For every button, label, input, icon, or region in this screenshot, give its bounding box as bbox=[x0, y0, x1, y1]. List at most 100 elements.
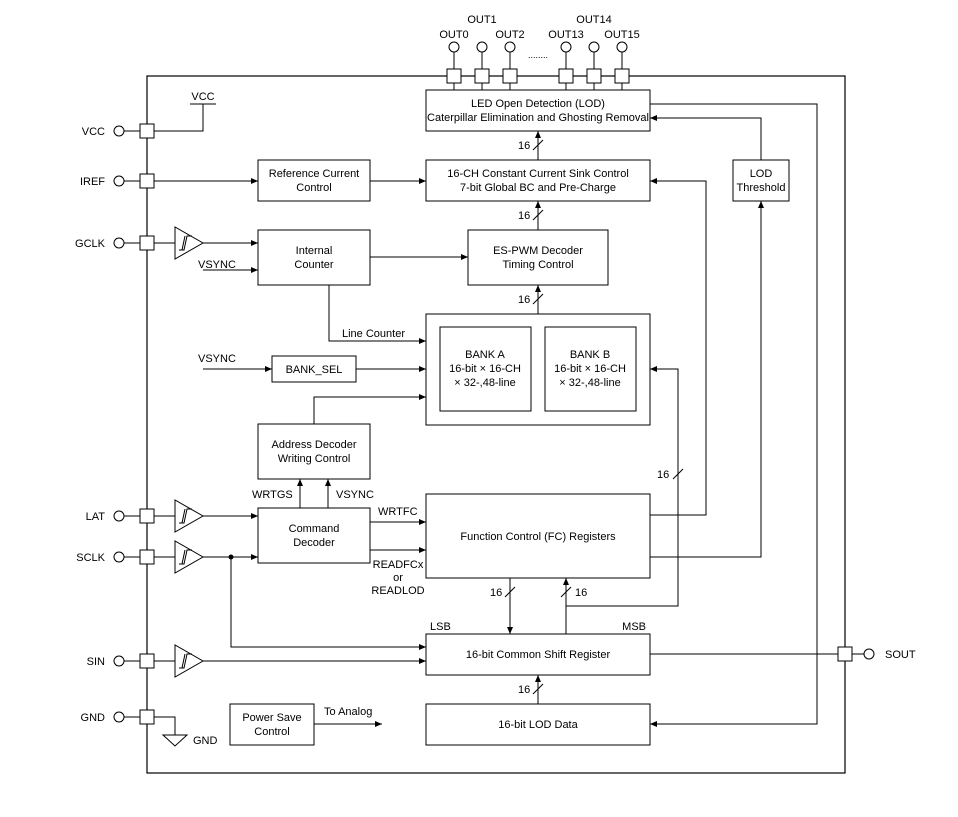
svg-text:16-bit × 16-CH: 16-bit × 16-CH bbox=[449, 363, 521, 375]
readfcx-label: READFCx bbox=[373, 559, 424, 571]
bus-width-sink-lod: 16 bbox=[518, 140, 530, 152]
chip-boundary bbox=[146, 75, 846, 774]
out15-label: OUT15 bbox=[604, 29, 639, 41]
shift-register-block: 16-bit Common Shift Register bbox=[425, 633, 651, 676]
out0-pin bbox=[448, 41, 460, 53]
bank-a-block: BANK A 16-bit × 16-CH × 32-,48-line bbox=[439, 326, 532, 412]
out0-label: OUT0 bbox=[439, 29, 468, 41]
sink-control-block: 16-CH Constant Current Sink Control 7-bi… bbox=[425, 159, 651, 202]
svg-text:Counter: Counter bbox=[294, 259, 333, 271]
iref-pin bbox=[113, 175, 125, 187]
svg-text:BANK A: BANK A bbox=[465, 349, 505, 361]
out2-pad bbox=[502, 68, 518, 84]
bus-width-fc-shift: 16 bbox=[490, 587, 502, 599]
svg-text:Control: Control bbox=[254, 726, 289, 738]
bus-width-pwm-sink: 16 bbox=[518, 210, 530, 222]
vcc-pin-label: VCC bbox=[82, 126, 105, 138]
out13-pin bbox=[560, 41, 572, 53]
or-label: or bbox=[393, 572, 403, 584]
iref-pad bbox=[139, 173, 155, 189]
line-counter-label: Line Counter bbox=[342, 328, 405, 340]
out-ellipsis: ........ bbox=[528, 50, 548, 60]
sclk-schmitt-buffer-icon bbox=[174, 540, 205, 574]
svg-text:Timing Control: Timing Control bbox=[502, 259, 573, 271]
svg-text:16-bit LOD Data: 16-bit LOD Data bbox=[498, 719, 578, 731]
lat-pad bbox=[139, 508, 155, 524]
msb-label: MSB bbox=[622, 621, 646, 633]
out13-pad bbox=[558, 68, 574, 84]
out1-pad bbox=[474, 68, 490, 84]
vcc-pin bbox=[113, 125, 125, 137]
out13-label: OUT13 bbox=[548, 29, 583, 41]
svg-text:Reference Current: Reference Current bbox=[269, 168, 360, 180]
gclk-pin bbox=[113, 237, 125, 249]
buffers bbox=[154, 226, 205, 678]
sin-schmitt-buffer-icon bbox=[174, 644, 205, 678]
address-decoder-block: Address Decoder Writing Control bbox=[257, 423, 371, 480]
bank-b-block: BANK B 16-bit × 16-CH × 32-,48-line bbox=[544, 326, 637, 412]
sout-pin bbox=[863, 648, 875, 660]
svg-text:LOD: LOD bbox=[750, 168, 773, 180]
lsb-label: LSB bbox=[430, 621, 451, 633]
sout-pin-label: SOUT bbox=[885, 649, 916, 661]
svg-text:× 32-,48-line: × 32-,48-line bbox=[559, 377, 620, 389]
wires: VCC VSYNC Line Counter VSYNC WRTGS VSYNC bbox=[154, 91, 838, 747]
sclk-pin bbox=[113, 551, 125, 563]
arrowheads bbox=[251, 115, 764, 727]
vcc-pad bbox=[139, 123, 155, 139]
es-pwm-decoder-block: ES-PWM Decoder Timing Control bbox=[467, 229, 609, 286]
lat-schmitt-buffer-icon bbox=[174, 499, 205, 533]
lod-block: LED Open Detection (LOD) Caterpillar Eli… bbox=[425, 89, 651, 132]
sclk-junction-dot bbox=[228, 554, 234, 560]
lat-pin bbox=[113, 510, 125, 522]
svg-text:Function Control (FC) Register: Function Control (FC) Registers bbox=[460, 531, 616, 543]
out1-label: OUT1 bbox=[467, 14, 496, 26]
lod-data-block: 16-bit LOD Data bbox=[425, 703, 651, 746]
lod-threshold-block: LOD Threshold bbox=[732, 159, 790, 202]
gnd-pad bbox=[139, 709, 155, 725]
svg-text:Power Save: Power Save bbox=[242, 712, 301, 724]
svg-text:Command: Command bbox=[289, 523, 340, 535]
out15-pin bbox=[616, 41, 628, 53]
gclk-pin-label: GCLK bbox=[75, 238, 106, 250]
bus-width-shift-lod: 16 bbox=[518, 684, 530, 696]
internal-counter-block: Internal Counter bbox=[257, 229, 371, 286]
reference-current-block: Reference Current Control bbox=[257, 159, 371, 202]
wrtfc-label: WRTFC bbox=[378, 506, 418, 518]
out1-pin bbox=[476, 41, 488, 53]
svg-text:BANK B: BANK B bbox=[570, 349, 610, 361]
gclk-schmitt-buffer-icon bbox=[174, 226, 205, 260]
vsync-address-label: VSYNC bbox=[336, 489, 374, 501]
vsync-counter-label: VSYNC bbox=[198, 259, 236, 271]
svg-text:16-bit × 16-CH: 16-bit × 16-CH bbox=[554, 363, 626, 375]
svg-text:Internal: Internal bbox=[296, 245, 333, 257]
wrtgs-label: WRTGS bbox=[252, 489, 293, 501]
svg-text:Control: Control bbox=[296, 182, 331, 194]
out2-pin bbox=[504, 41, 516, 53]
command-decoder-block: Command Decoder bbox=[257, 507, 371, 564]
sclk-pin-label: SCLK bbox=[76, 552, 105, 564]
out14-label: OUT14 bbox=[576, 14, 611, 26]
bus-width-shift-fc: 16 bbox=[575, 587, 587, 599]
svg-text:Writing Control: Writing Control bbox=[278, 453, 351, 465]
svg-text:ES-PWM Decoder: ES-PWM Decoder bbox=[493, 245, 583, 257]
gnd-pin bbox=[113, 711, 125, 723]
bus-width-bank-pwm: 16 bbox=[518, 294, 530, 306]
sin-pin-label: SIN bbox=[87, 656, 105, 668]
sout-pad bbox=[837, 646, 853, 662]
svg-text:Caterpillar Elimination and Gh: Caterpillar Elimination and Ghosting Rem… bbox=[427, 112, 649, 124]
readlod-label: READLOD bbox=[371, 585, 424, 597]
ground-symbol-icon bbox=[161, 734, 189, 747]
out0-pad bbox=[446, 68, 462, 84]
sin-pin bbox=[113, 655, 125, 667]
svg-text:Threshold: Threshold bbox=[737, 182, 786, 194]
svg-text:16-bit Common Shift Register: 16-bit Common Shift Register bbox=[466, 649, 611, 661]
out2-label: OUT2 bbox=[495, 29, 524, 41]
sin-pad bbox=[139, 653, 155, 669]
svg-text:Decoder: Decoder bbox=[293, 537, 335, 549]
out15-pad bbox=[614, 68, 630, 84]
left-pins: VCC IREF GCLK LAT SCLK SIN GND bbox=[75, 123, 155, 725]
sclk-pad bbox=[139, 549, 155, 565]
vcc-internal-label: VCC bbox=[191, 91, 214, 103]
